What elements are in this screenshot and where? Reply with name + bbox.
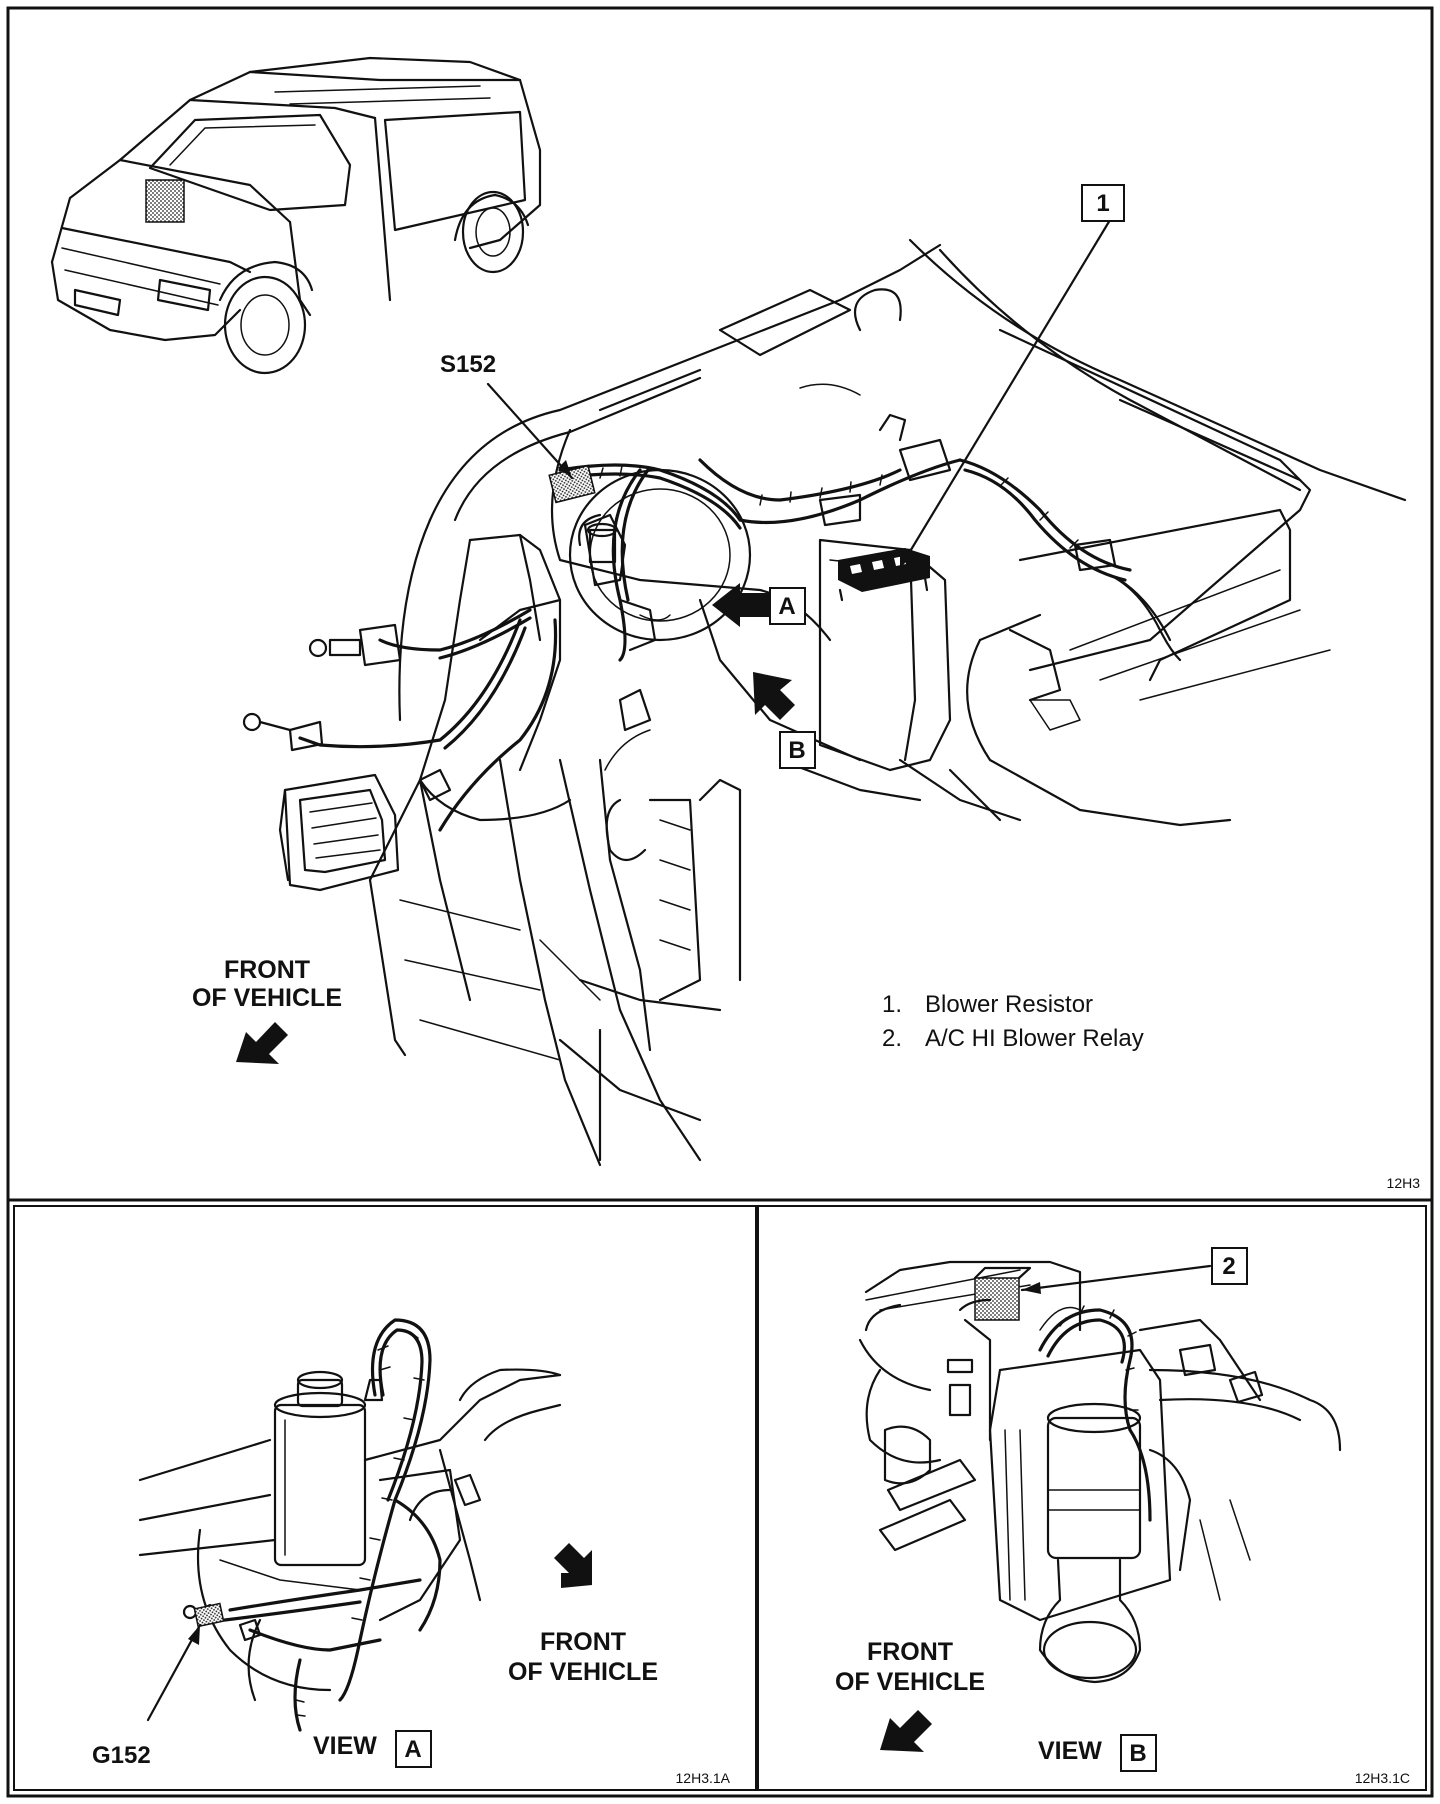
view-b-panel-border [757, 1205, 1427, 1791]
callout-1-leader [898, 218, 1112, 570]
front-of-vehicle-line2: OF VEHICLE [192, 984, 342, 1012]
view-a-marker-box [769, 587, 806, 625]
view-a-caption-word: VIEW [313, 1732, 377, 1760]
legend-item-1-num: 1. [882, 991, 902, 1018]
relay-marker [974, 1277, 1020, 1321]
main-view: 1 S152 A B FRONT OF VEHICLE 1. Blower Re… [50, 56, 1421, 1191]
callout-2-number: 2 [1222, 1253, 1235, 1280]
s152-leader [486, 382, 574, 480]
callout-1-number: 1 [1096, 190, 1109, 217]
brake-master-cylinder [568, 468, 752, 652]
front-direction-arrow [236, 1022, 288, 1064]
splice-label: S152 [440, 351, 496, 378]
view-b-arrow [753, 672, 795, 720]
view-a-front-line1: FRONT [540, 1628, 626, 1656]
view-a-marker-letter: A [778, 593, 795, 620]
engine-compartment-body [398, 238, 1407, 827]
view-b-marker-box [779, 731, 816, 769]
radiator-support [368, 533, 742, 1167]
view-a-caption-letter: A [404, 1736, 421, 1763]
view-a-panel: G152 FRONT OF VEHICLE VIEW A 12H3.1A [92, 1318, 731, 1786]
callout-1-leader-arrow [900, 550, 912, 568]
fog-lamp-assembly [278, 773, 400, 892]
view-b-illustration [858, 1260, 1342, 1684]
legend: 1. Blower Resistor 2. A/C HI Blower Rela… [882, 991, 1144, 1052]
view-b-marker-letter: B [788, 737, 805, 764]
ground-g152-marker [193, 1602, 225, 1628]
ground-label: G152 [92, 1742, 151, 1769]
wiring-harness [242, 413, 1182, 832]
view-a-arrow [712, 583, 770, 627]
view-a-front-line2: OF VEHICLE [508, 1658, 658, 1686]
legend-item-2-num: 2. [882, 1025, 902, 1052]
location-marker [145, 179, 185, 223]
callout-2-box [1211, 1247, 1248, 1285]
front-of-vehicle-line1: FRONT [224, 956, 310, 984]
view-b-panel: 2 FRONT OF VEHICLE VIEW B 12H3.1C [835, 1247, 1410, 1786]
view-a-ref-code: 12H3.1A [676, 1770, 731, 1786]
frames [6, 6, 1434, 1798]
blower-resistor [838, 548, 930, 602]
outer-border [6, 6, 1434, 1798]
legend-item-1-text: Blower Resistor [925, 991, 1093, 1018]
van-locator-illustration [50, 56, 542, 375]
g152-leader-arrow [188, 1625, 200, 1645]
callout-1-box [1081, 184, 1125, 222]
main-ref-code: 12H3 [1387, 1175, 1421, 1191]
view-a-caption-box [395, 1730, 432, 1768]
view-a-front-arrow [554, 1543, 592, 1588]
legend-item-2-text: A/C HI Blower Relay [925, 1025, 1144, 1052]
view-a-panel-border [13, 1205, 757, 1791]
view-b-caption-word: VIEW [1038, 1737, 1102, 1765]
callout-2-leader-arrow [1022, 1282, 1041, 1294]
view-b-caption-letter: B [1129, 1740, 1146, 1767]
view-b-front-line1: FRONT [867, 1638, 953, 1666]
view-b-front-arrow [880, 1710, 932, 1752]
view-b-front-line2: OF VEHICLE [835, 1668, 985, 1696]
view-b-ref-code: 12H3.1C [1355, 1770, 1410, 1786]
view-b-caption-box [1120, 1734, 1157, 1772]
callout-2-leader [1020, 1264, 1212, 1292]
view-a-illustration [138, 1318, 562, 1732]
g152-leader [146, 1623, 202, 1722]
s152-leader-arrow [558, 460, 572, 478]
